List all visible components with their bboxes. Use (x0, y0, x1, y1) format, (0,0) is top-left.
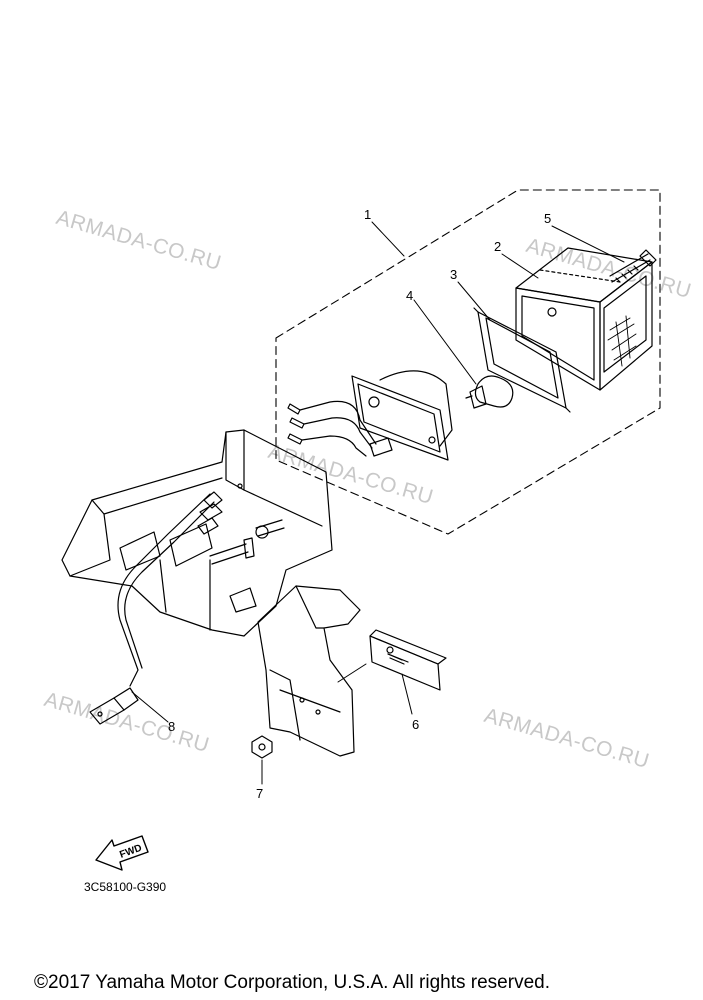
copyright-notice: ©2017 Yamaha Motor Corporation, U.S.A. A… (34, 972, 550, 993)
fwd-arrow-icon: FWD (95, 835, 149, 871)
callout-3: 3 (450, 267, 458, 282)
callout-6: 6 (412, 717, 420, 732)
base-plate (351, 370, 453, 461)
fender-bolts (209, 519, 285, 565)
leader-lines (131, 221, 625, 785)
lamp-wires (287, 400, 393, 457)
connector (89, 687, 139, 725)
lens-cover (515, 247, 653, 391)
callout-2: 2 (494, 239, 502, 254)
rear-fender-bracket (61, 429, 333, 637)
gasket (473, 307, 571, 413)
callout-5: 5 (544, 211, 552, 226)
reflector (369, 629, 447, 691)
bulb (465, 375, 514, 409)
harness-wires (117, 491, 223, 687)
nut (251, 735, 273, 759)
callout-1: 1 (364, 207, 372, 222)
screw (609, 249, 657, 283)
callout-4: 4 (406, 288, 414, 303)
assembly-boundary (275, 189, 661, 535)
callout-8: 8 (168, 719, 176, 734)
callout-7: 7 (256, 786, 264, 801)
license-plate-bracket (257, 585, 361, 757)
diagram-code: 3C58100-G390 (84, 880, 167, 894)
